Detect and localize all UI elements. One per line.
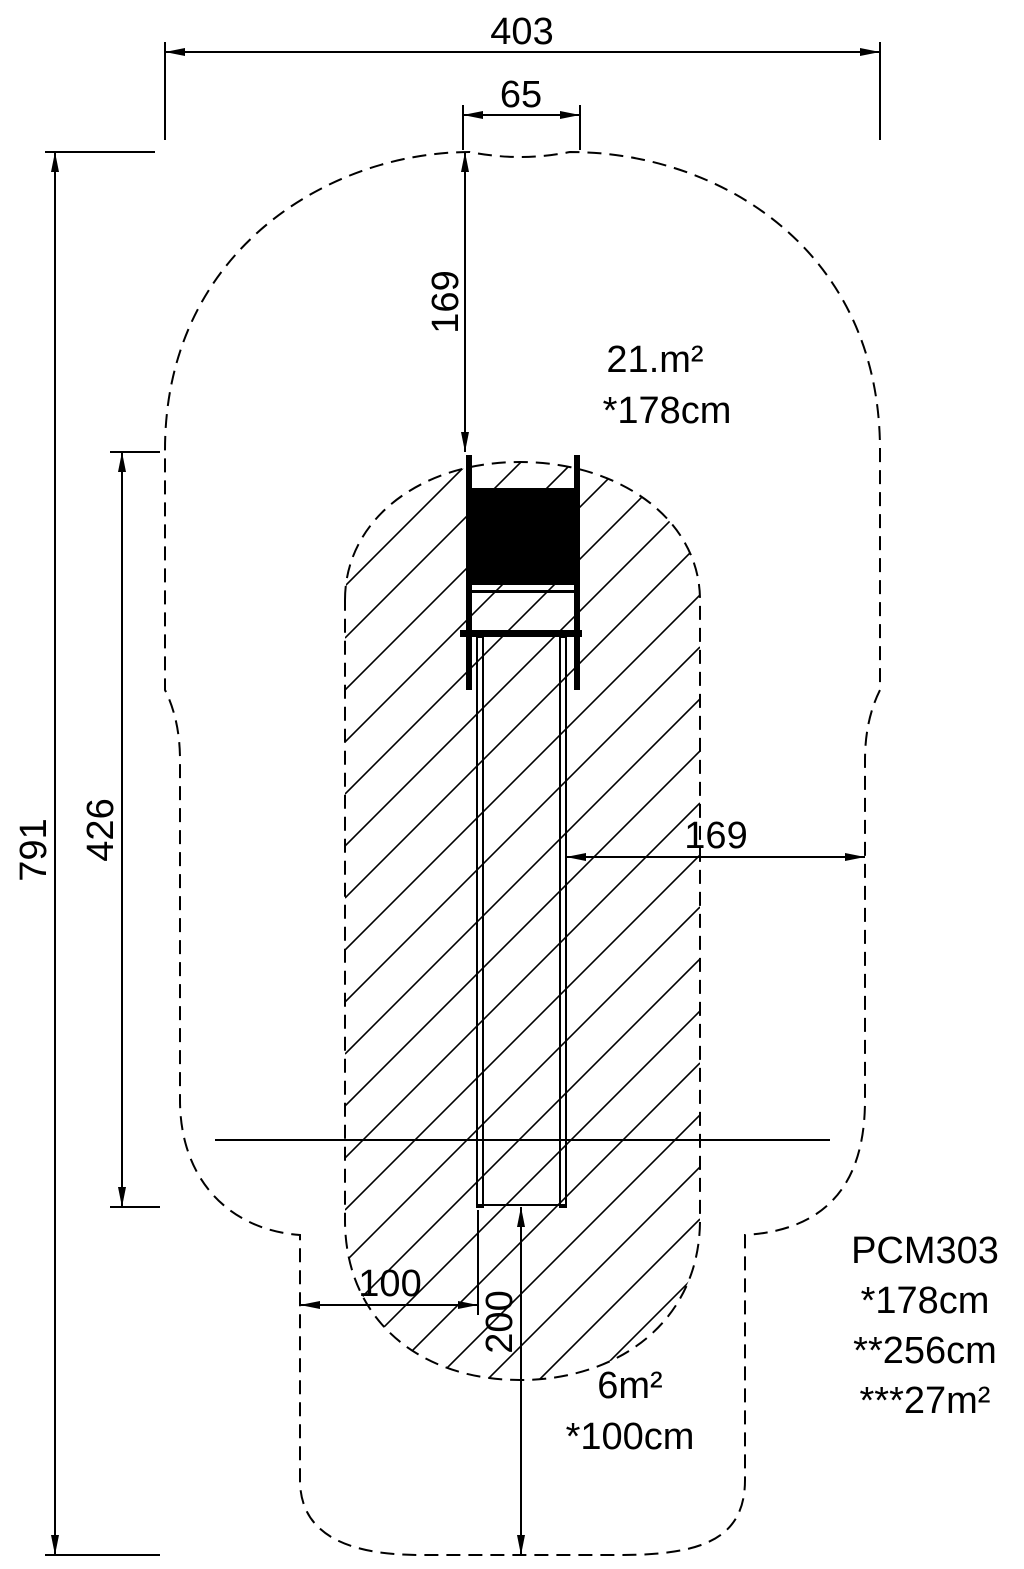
- exit-area-label: 6m²: [597, 1365, 662, 1407]
- exit-height-label: *100cm: [566, 1416, 695, 1458]
- platform-deck: [460, 630, 582, 637]
- hatch-line: [345, 906, 700, 1263]
- hatch-line: [382, 1062, 700, 1380]
- svg-text:169: 169: [425, 270, 467, 333]
- svg-text:791: 791: [13, 818, 55, 881]
- max-height-label: **256cm: [853, 1330, 997, 1372]
- hatch-line: [345, 462, 418, 535]
- hatch-line: [345, 646, 700, 1003]
- hatch-line: [345, 462, 678, 795]
- platform-roof: [470, 488, 577, 585]
- hatch-line: [345, 750, 700, 1107]
- hatch-line: [345, 854, 700, 1211]
- hatch-line: [345, 594, 700, 951]
- dimension-overall-length: 791: [13, 151, 160, 1556]
- hatch-line: [345, 1010, 700, 1367]
- hatch-line: [345, 802, 700, 1159]
- dimension-top-clearance: 169: [425, 152, 469, 452]
- hatch-line: [345, 490, 700, 847]
- hatch-line: [345, 958, 700, 1315]
- hatch-lines: [345, 462, 700, 1380]
- hatch-line: [345, 542, 700, 899]
- hatch-line: [434, 1114, 700, 1380]
- fall-height-label: *178cm: [861, 1280, 990, 1322]
- slide-rail-right: [559, 636, 567, 1208]
- hatch-line: [590, 1270, 700, 1380]
- hatch-line: [694, 1374, 700, 1380]
- total-area-label: ***27m²: [860, 1380, 991, 1422]
- svg-text:200: 200: [479, 1290, 521, 1353]
- dimension-exit-length: 200: [479, 1207, 525, 1555]
- inner-hatched-zone: [344, 460, 701, 1382]
- dimension-overall-width: 403: [164, 11, 881, 140]
- main-area-label: 21.m²: [606, 339, 703, 381]
- spec-block: PCM303 *178cm **256cm ***27m²: [851, 1230, 999, 1422]
- slide-rail-left: [476, 636, 484, 1208]
- hatch-line: [345, 462, 366, 483]
- dimension-exit-side: 100: [300, 1210, 479, 1315]
- svg-text:403: 403: [490, 11, 553, 53]
- model-label: PCM303: [851, 1230, 999, 1272]
- slide-equipment: [460, 455, 582, 1208]
- platform-bar: [470, 590, 577, 593]
- svg-text:426: 426: [80, 798, 122, 861]
- svg-text:100: 100: [358, 1263, 421, 1305]
- hatch-line: [345, 698, 700, 1055]
- hatch-line: [538, 1218, 700, 1380]
- main-height-label: *178cm: [603, 390, 732, 432]
- svg-text:65: 65: [500, 74, 542, 116]
- post-left: [466, 455, 472, 690]
- outer-safety-zone-outline: [164, 150, 881, 1556]
- hatch-line: [345, 462, 470, 587]
- dimension-side-clearance: 169: [566, 815, 865, 861]
- dimension-slide-width: 65: [462, 74, 581, 150]
- svg-text:169: 169: [684, 815, 747, 857]
- dimension-equipment-length: 426: [80, 451, 160, 1208]
